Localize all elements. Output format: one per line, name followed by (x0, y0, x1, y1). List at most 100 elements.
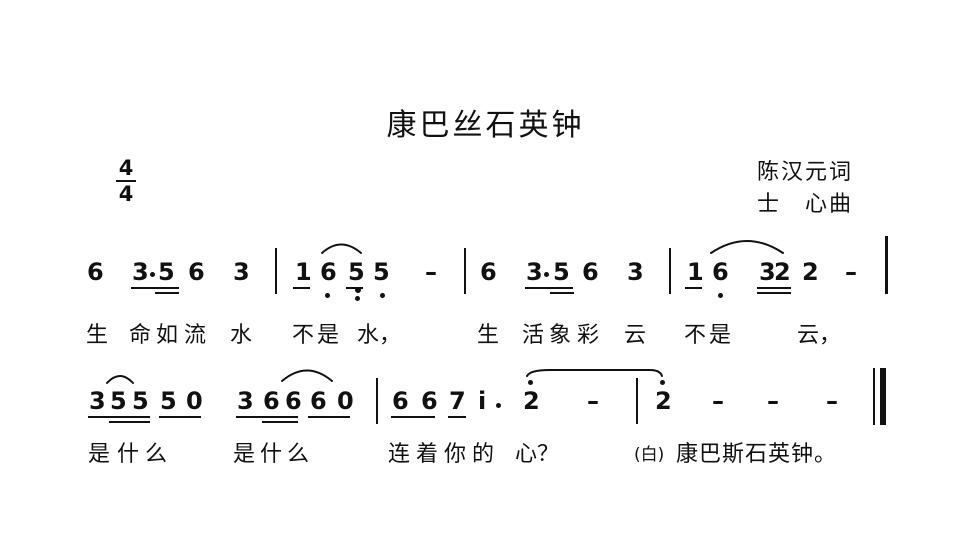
note: 6 (582, 258, 599, 286)
note: 1 (687, 258, 704, 286)
note: 1 (295, 258, 312, 286)
lyric: 命 (129, 323, 152, 348)
lyric: 是 (317, 323, 340, 348)
dash: – (767, 387, 779, 415)
beam (236, 416, 298, 418)
beam (159, 416, 201, 418)
time-signature-line (116, 180, 136, 182)
note: 5 (132, 387, 149, 415)
time-signature-numerator: 4 (118, 156, 134, 180)
beam (155, 292, 179, 294)
note: 6 (87, 258, 104, 286)
lyric: 水， (357, 323, 402, 348)
beam (448, 416, 466, 418)
bar-line (376, 378, 378, 424)
lyric: 的 (472, 442, 495, 467)
spoken-text: 康巴斯石英钟。 (676, 442, 838, 467)
bar-line (636, 378, 638, 424)
octave-dot (718, 293, 723, 298)
note: 3 (233, 258, 250, 286)
beam (88, 416, 150, 418)
lyric: 是 (233, 442, 256, 467)
note: 6 (320, 258, 337, 286)
octave-dot (380, 293, 385, 298)
octave-dot (528, 380, 533, 385)
beam (262, 421, 298, 423)
beam (685, 287, 702, 289)
lyric: 如 (156, 323, 179, 348)
note: 3 (759, 258, 776, 286)
dash: – (425, 258, 437, 286)
octave-dot (355, 296, 360, 301)
note: 5 (553, 258, 570, 286)
beam (525, 287, 573, 289)
lyric: 什 (117, 442, 140, 467)
dash: – (712, 387, 724, 415)
lyric: 什 (260, 442, 283, 467)
slur (281, 369, 333, 382)
note: 3 (237, 387, 254, 415)
lyric: 你 (444, 442, 467, 467)
note: 5 (373, 258, 390, 286)
beam (757, 287, 791, 289)
final-bar-thick (880, 368, 886, 425)
time-signature-denominator: 4 (118, 182, 134, 206)
beam (293, 287, 310, 289)
final-bar-thin (873, 368, 875, 425)
lyric: 是 (88, 442, 111, 467)
note: 2 (523, 387, 540, 415)
note: 6 (712, 258, 729, 286)
lyric: 不 (684, 323, 707, 348)
note: 2 (802, 258, 819, 286)
composer-credit: 士 心曲 (757, 192, 854, 217)
bar-line (885, 236, 888, 294)
note: 3 (627, 258, 644, 286)
lyric: 云 (624, 323, 647, 348)
note: 2 (655, 387, 672, 415)
lyric: 心？ (515, 442, 560, 467)
rest: 0 (186, 387, 203, 415)
rest: 0 (337, 387, 354, 415)
octave-dot (660, 380, 665, 385)
bar-line (464, 248, 466, 294)
lyric: 么 (287, 442, 310, 467)
note: 5 (348, 258, 365, 286)
note: 6 (188, 258, 205, 286)
lyric: 云， (797, 323, 842, 348)
spoken-marker: (白) (634, 445, 665, 465)
beam (109, 421, 150, 423)
bar-line (669, 248, 671, 294)
bar-line (275, 248, 277, 294)
dotted-note-dot (496, 403, 501, 408)
note: 6 (392, 387, 409, 415)
dash: – (587, 387, 599, 415)
note: 6 (263, 387, 280, 415)
dotted-note-dot (150, 272, 155, 277)
lyric: 水 (230, 323, 253, 348)
time-signature: 4 4 (116, 157, 136, 205)
note: 5 (160, 387, 177, 415)
note: 6 (480, 258, 497, 286)
dash: – (845, 258, 857, 286)
note: 6 (421, 387, 438, 415)
lyric: 是 (709, 323, 732, 348)
note: 2 (774, 258, 791, 286)
lyric: 流 (184, 323, 207, 348)
beam (131, 287, 179, 289)
note: 6 (285, 387, 302, 415)
octave-dot (325, 293, 330, 298)
note: 7 (449, 387, 466, 415)
note: i (478, 387, 487, 415)
lyric: 生 (86, 323, 109, 348)
note: 6 (310, 387, 327, 415)
note: 3 (89, 387, 106, 415)
beam (550, 292, 574, 294)
lyric: 生 (477, 323, 500, 348)
note: 3 (132, 258, 149, 286)
dotted-note-dot (544, 272, 549, 277)
lyric: 不 (292, 323, 315, 348)
lyric: 着 (416, 442, 439, 467)
dash: – (826, 387, 838, 415)
slur (321, 243, 362, 254)
slur (106, 375, 134, 384)
